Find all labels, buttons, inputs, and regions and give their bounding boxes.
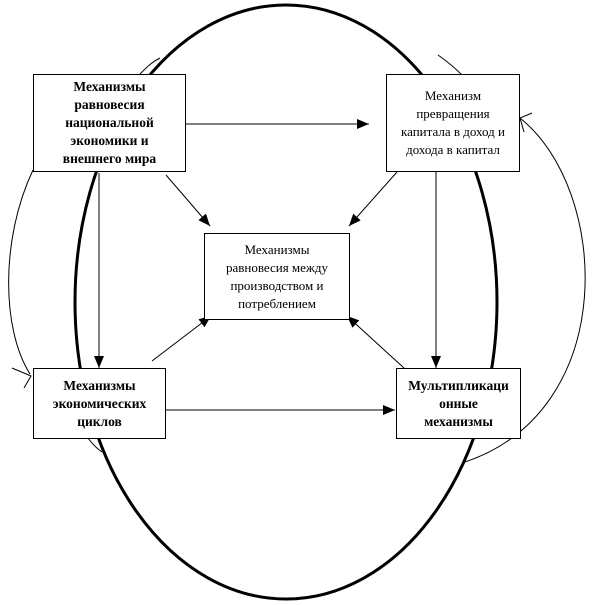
arrow-bottomright-to-center (346, 315, 405, 369)
node-label: Механизм превращения капитала в доход и … (401, 88, 505, 157)
top-left-arc (139, 57, 161, 75)
left-feedback-arc (8, 169, 34, 375)
left-arc-tick (11, 367, 32, 389)
right-arc-tick (519, 112, 533, 133)
arrow-topright-to-center (348, 171, 398, 227)
node-production-consumption-equilibrium: Механизмы равновесия между производством… (204, 233, 350, 320)
node-label: Механизмы экономических циклов (52, 377, 147, 429)
node-national-external-equilibrium: Механизмы равновесия национальной эконом… (33, 74, 186, 172)
node-capital-income-conversion: Механизм превращения капитала в доход и … (386, 74, 520, 172)
arrow-topleft-to-center (165, 174, 211, 227)
node-label: Мультипликаци онные механизмы (408, 377, 509, 429)
node-label: Механизмы равновесия между производством… (225, 241, 329, 311)
outer-cycle-ellipse (73, 3, 499, 601)
node-label: Механизмы равновесия национальной эконом… (62, 79, 157, 166)
node-economic-cycles: Механизмы экономических циклов (33, 368, 166, 439)
node-multiplier-mechanisms: Мультипликаци онные механизмы (396, 368, 521, 439)
arrow-bottomleft-to-center (151, 315, 212, 362)
top-right-arc (437, 54, 463, 76)
